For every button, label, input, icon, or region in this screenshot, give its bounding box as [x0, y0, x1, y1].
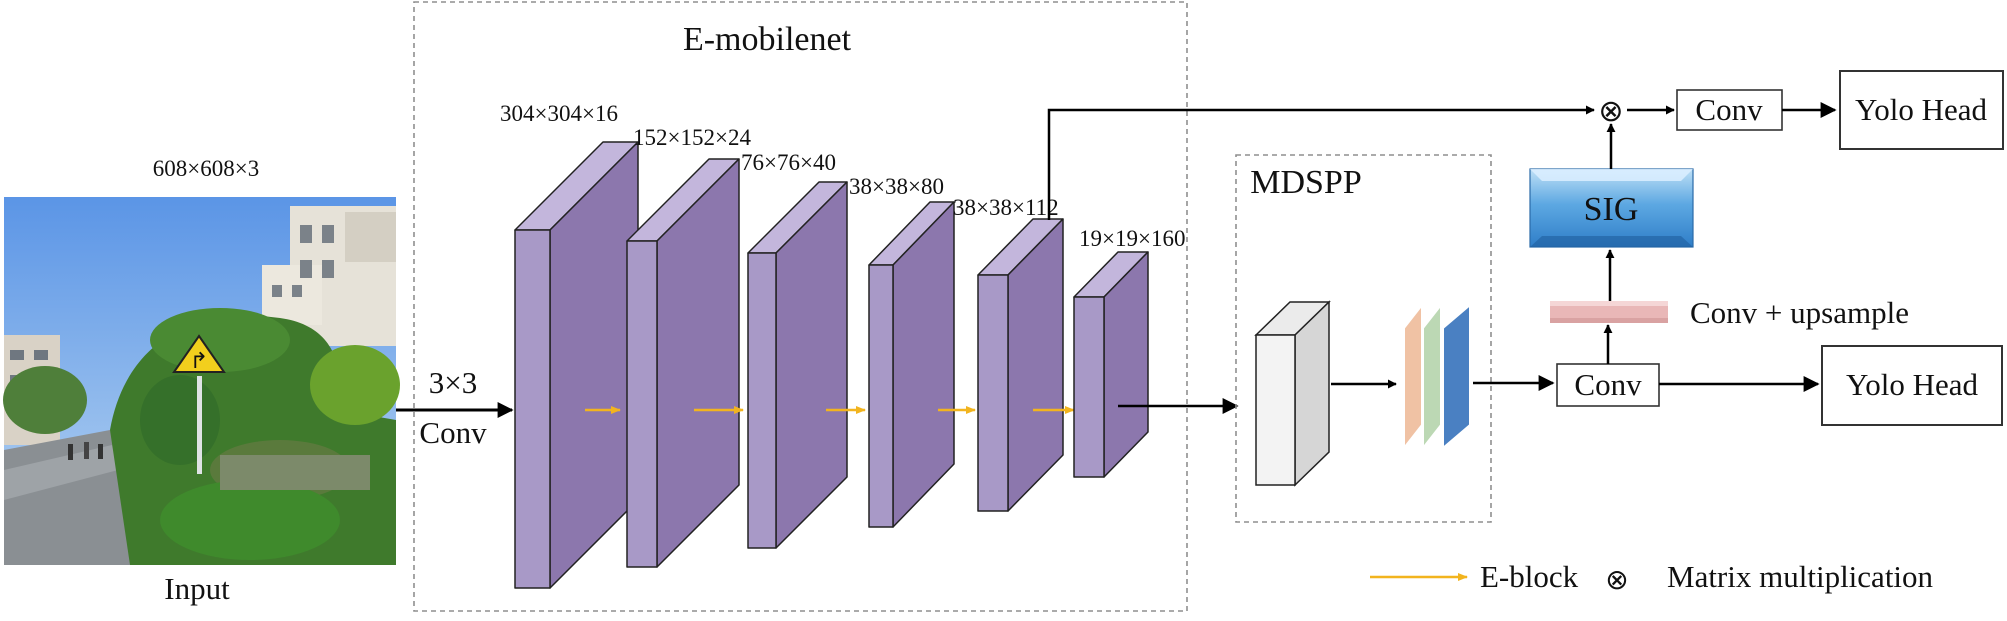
backbone-layer-3 [747, 181, 866, 549]
layer-front-face [868, 264, 894, 528]
layer-dims-label: 19×19×160 [1079, 226, 1185, 251]
mdspp-title: MDSPP [1250, 164, 1362, 201]
curve-sign-icon: ↱ [190, 349, 208, 374]
conv-in-label-2: Conv [419, 415, 487, 450]
legend-eblock-label: E-block [1480, 559, 1579, 594]
backbone-layer-1 [514, 141, 639, 589]
yolo-head-top-label: Yolo Head [1855, 92, 1988, 127]
legend-mult-label: Matrix multiplication [1667, 559, 1934, 594]
input-caption: Input [164, 571, 230, 606]
upsample-block [1550, 301, 1668, 323]
sig-label: SIG [1584, 191, 1639, 228]
layer-front-face [747, 252, 777, 549]
yolo-head-mid-box [1821, 345, 2003, 426]
backbone-layer-5 [977, 218, 1075, 512]
conv-top-box [1676, 89, 1783, 131]
input-photo: ↱ [3, 197, 400, 565]
layer-dims-label: 76×76×40 [741, 150, 836, 175]
layer-front-face [626, 240, 658, 568]
layer-dims-label: 304×304×16 [500, 101, 618, 126]
yolo-head-top-box [1839, 70, 2004, 150]
layer-front-face [514, 229, 551, 589]
backbone-box [413, 1, 1188, 612]
skip-connection-arrow [1047, 105, 1595, 220]
layer-front-face [1073, 296, 1105, 478]
legend-mult-icon: ⊗ [1605, 563, 1628, 596]
matrix-multiply-icon: ⊗ [1598, 94, 1623, 129]
input-dims-label: 608×608×3 [153, 156, 259, 181]
backbone-layer-2 [626, 158, 744, 568]
backbone-layer-6 [1073, 251, 1149, 478]
sig-block [1529, 168, 1694, 248]
layer-front-face [977, 274, 1009, 512]
conv-in-label-1: 3×3 [429, 365, 477, 400]
backbone-layer-4 [868, 201, 976, 528]
backbone-title: E-mobilenet [683, 21, 852, 58]
backbone-layers [514, 141, 1149, 589]
layer-dims-label: 152×152×24 [633, 125, 751, 150]
yolo-head-mid-label: Yolo Head [1846, 367, 1979, 402]
mdspp-box [1235, 154, 1492, 523]
layer-dims-label: 38×38×80 [849, 174, 944, 199]
layer-dims-label: 38×38×112 [953, 195, 1059, 220]
conv-mid-label: Conv [1574, 367, 1642, 402]
mdspp-pool-block [1254, 300, 1331, 487]
upsample-label: Conv + upsample [1690, 295, 1909, 330]
conv-top-label: Conv [1695, 92, 1763, 127]
mdspp-concat-slabs [1403, 302, 1471, 451]
